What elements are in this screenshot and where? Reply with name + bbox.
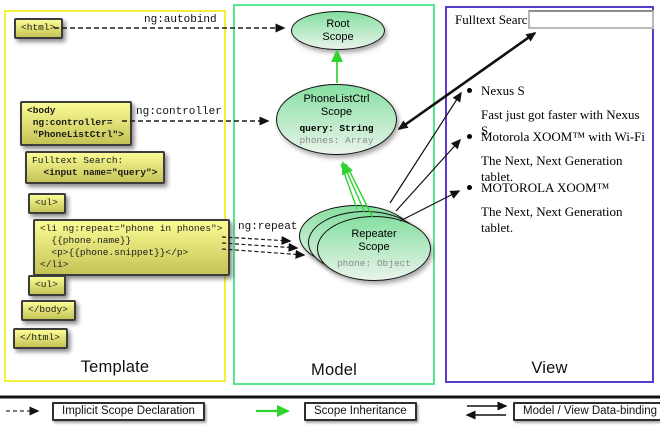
code-line: </html>	[20, 332, 60, 343]
scope-title: Scope	[358, 240, 390, 253]
root-scope-ellipse: Root Scope	[291, 11, 385, 50]
model-panel: Model	[233, 4, 435, 385]
code-box-html-close: </html>	[13, 328, 68, 349]
view-item-desc: The Next, Next Generation tablet.	[481, 204, 623, 235]
view-item-name: Motorola XOOM™ with Wi-Fi	[481, 129, 646, 144]
repeater-scope-ellipse-front: Repeater Scope phone: Object	[317, 216, 431, 281]
code-line: <body	[27, 105, 56, 116]
legend-scope-inheritance: Scope Inheritance	[304, 402, 417, 421]
label-ng-controller: ng:controller	[136, 106, 222, 118]
template-panel-title: Template	[80, 358, 150, 376]
code-line: <input name="query">	[32, 167, 158, 178]
view-item-xoom: MOTOROLA XOOM™ The Next, Next Generation…	[467, 180, 649, 236]
code-line: {{phone.name}}	[40, 235, 132, 246]
scope-title: Scope	[322, 30, 354, 43]
code-line: <html>	[21, 22, 56, 33]
phonelistctrl-scope-ellipse: PhoneListCtrl Scope query: String phones…	[276, 84, 397, 155]
code-box-li-repeat: <li ng:repeat="phone in phones"> {{phone…	[33, 219, 231, 276]
label-ng-repeat: ng:repeat	[238, 221, 298, 233]
scope-property-phone: phone: Object	[336, 257, 412, 269]
view-item-xoom-wifi: Motorola XOOM™ with Wi-Fi The Next, Next…	[467, 129, 649, 185]
code-line: <ul>	[35, 279, 58, 290]
code-line: <ul>	[35, 197, 58, 208]
code-box-fulltext-search: Fulltext Search: <input name="query">	[25, 151, 166, 184]
code-line: "PhoneListCtrl">	[27, 129, 124, 140]
scope-title: Root	[326, 17, 350, 30]
view-item-name: MOTOROLA XOOM™	[481, 180, 610, 195]
code-box-html-open: <html>	[14, 18, 64, 39]
code-box-ul-open: <ul>	[28, 193, 66, 214]
code-line: </body>	[28, 304, 68, 315]
fulltext-search-input[interactable]	[528, 10, 654, 29]
view-panel-title: View	[531, 359, 568, 377]
code-box-body-close: </body>	[21, 300, 76, 321]
fulltext-search-label: Fulltext Search:	[455, 12, 538, 27]
scope-property-phones: phones: Array	[299, 134, 374, 146]
scope-title: Repeater	[351, 227, 397, 240]
bullet-icon	[467, 185, 472, 190]
label-ng-autobind: ng:autobind	[144, 14, 217, 26]
code-box-ul-close: <ul>	[28, 275, 66, 296]
code-line: </li>	[40, 259, 69, 270]
legend-implicit-scope: Implicit Scope Declaration	[52, 402, 205, 421]
code-line: <li ng:repeat="phone in phones">	[40, 223, 223, 234]
view-item-name: Nexus S	[481, 83, 525, 98]
model-panel-title: Model	[311, 361, 357, 379]
bullet-icon	[467, 134, 472, 139]
code-line: <p>{{phone.snippet}}</p>	[40, 247, 189, 258]
scope-property-query: query: String	[299, 122, 374, 134]
code-line: Fulltext Search:	[32, 155, 124, 166]
scope-title: PhoneListCtrl	[303, 92, 370, 105]
view-item-desc: The Next, Next Generation tablet.	[481, 153, 623, 184]
code-line: ng:controller=	[27, 117, 113, 128]
scope-title: Scope	[320, 105, 353, 118]
legend-data-binding: Model / View Data-binding	[513, 402, 660, 421]
bullet-icon	[467, 88, 472, 93]
code-box-body-open: <body ng:controller= "PhoneListCtrl">	[20, 101, 132, 146]
